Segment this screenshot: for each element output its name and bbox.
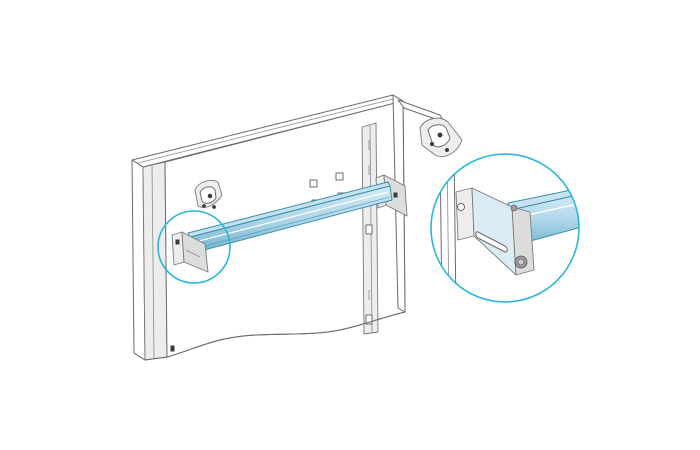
bracket-detail-magnified [430, 153, 580, 303]
mounting-rail [171, 174, 408, 273]
hinge-right [397, 99, 463, 157]
hinge-left [194, 179, 223, 209]
left-detail-circle [157, 210, 231, 284]
